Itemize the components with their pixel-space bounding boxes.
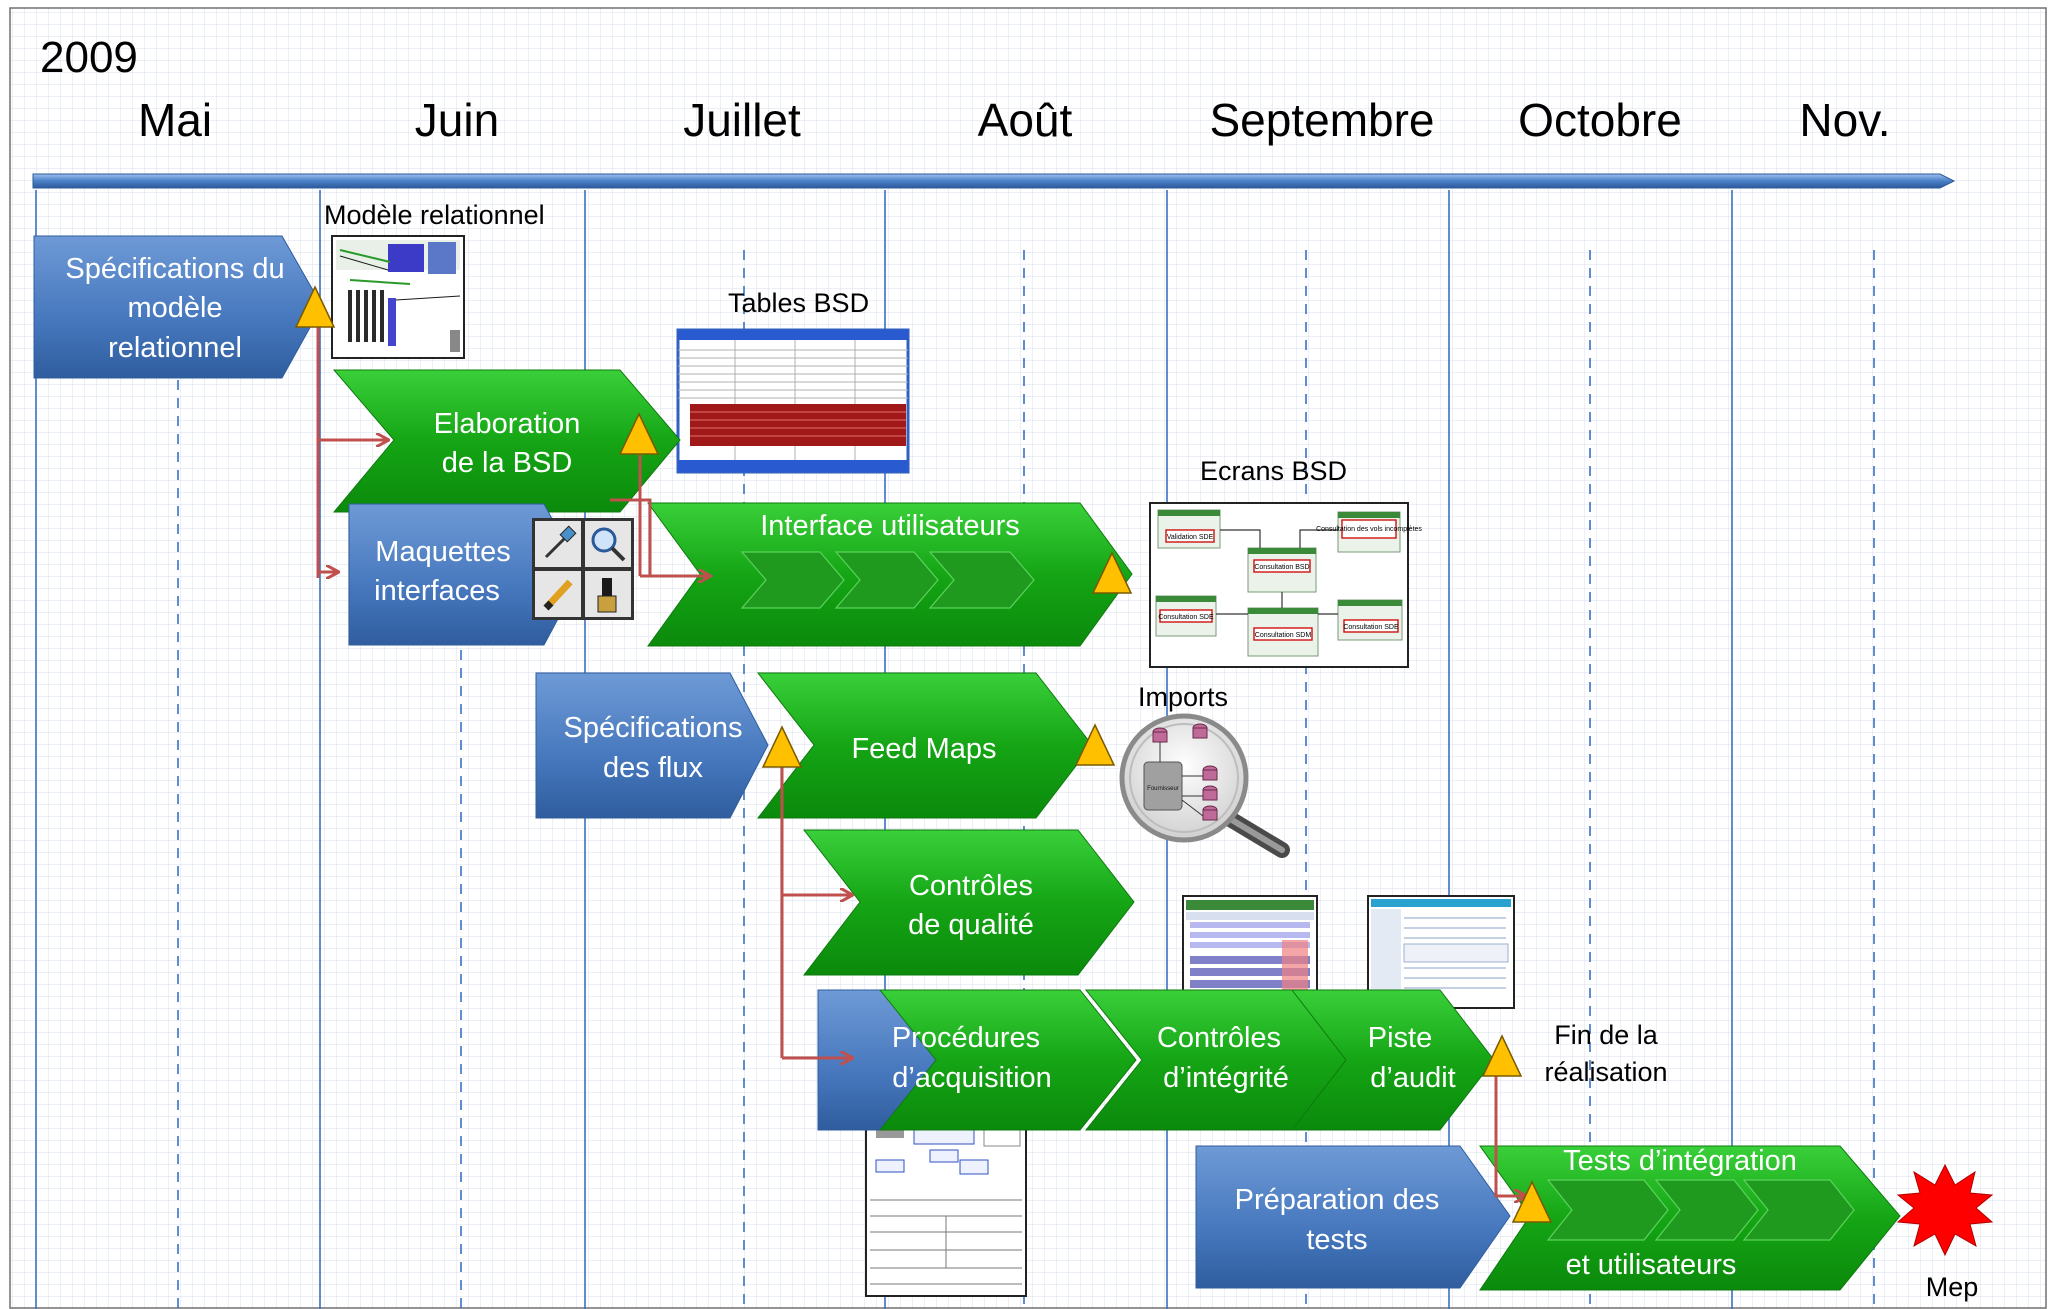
milestone-elaboration-bsd	[618, 412, 660, 455]
month-november: Nov.	[1799, 94, 1890, 146]
month-july: Juillet	[683, 94, 801, 146]
month-may: Mai	[138, 94, 212, 146]
task-spec-flux-shape	[535, 672, 769, 819]
tables-bsd-thumbnail	[676, 328, 910, 474]
task-feed-maps-label: Feed Maps	[851, 733, 996, 765]
milestone-spec-modele	[294, 285, 336, 328]
brush-icon	[597, 578, 617, 613]
task-spec-modele-label-3: relationnel	[108, 332, 242, 364]
caption-tables-bsd: Tables BSD	[728, 288, 869, 318]
task-interface-label: Interface utilisateurs	[760, 510, 1020, 542]
frame	[9, 7, 2047, 1309]
imports-magnifier-thumbnail: Fournisseur	[1119, 713, 1290, 858]
ecran-label-consultation-sde-1: Consultation SDE	[1158, 614, 1214, 621]
task-spec-modele-label-2: modèle	[127, 292, 222, 324]
caption-imports: Imports	[1138, 682, 1228, 712]
task-tests-label-1: Tests d’intégration	[1563, 1145, 1797, 1177]
ecrans-bsd-thumbnail: Validation SDE Consultation BSD Consulta…	[1149, 502, 1422, 668]
task-maquettes-label-1: Maquettes	[375, 536, 510, 568]
procedures-flowchart-thumbnail	[865, 1111, 1027, 1297]
task-spec-modele-label-1: Spécifications du	[65, 253, 284, 285]
caption-mep: Mep	[1926, 1272, 1979, 1302]
task-piste-audit-shape	[1290, 989, 1495, 1131]
task-procedures-label-1: Procédures	[892, 1022, 1040, 1054]
month-labels: Mai Juin Juillet Août Septembre Octobre …	[138, 94, 1891, 146]
task-procedures-green-shape	[878, 989, 1137, 1131]
task-spec-flux-label-2: des flux	[603, 752, 703, 784]
milestone-interface	[1091, 551, 1133, 594]
caption-fin-realisation-2: réalisation	[1544, 1057, 1667, 1087]
mep-starburst	[1896, 1163, 1994, 1257]
task-preparation-tests-shape	[1195, 1145, 1511, 1289]
tests-inner-chevrons	[1546, 1179, 1855, 1241]
milestone-fin-realisation	[1481, 1034, 1523, 1077]
month-august: Août	[978, 94, 1073, 146]
ecran-label-consultation-vols: Consultation des vols incomplètes	[1316, 526, 1422, 533]
caption-modele-relationnel: Modèle relationnel	[324, 200, 545, 230]
caption-fin-realisation-1: Fin de la	[1554, 1020, 1659, 1050]
timeline-bar	[32, 173, 1956, 189]
milestone-spec-flux	[761, 725, 803, 768]
task-elaboration-label-2: de la BSD	[442, 447, 573, 479]
year-label: 2009	[40, 33, 138, 82]
task-maquettes-label-2: interfaces	[374, 575, 500, 607]
imports-center-label: Fournisseur	[1147, 786, 1179, 792]
task-elaboration-label-1: Elaboration	[434, 408, 581, 440]
piste-audit-thumbnail	[1367, 895, 1515, 1009]
pencil-icon	[543, 579, 573, 611]
milestones	[294, 285, 1553, 1223]
task-piste-audit-label-1: Piste	[1368, 1022, 1432, 1054]
task-tests-label-2: et utilisateurs	[1566, 1249, 1737, 1281]
eyedropper-icon	[544, 525, 577, 559]
month-october: Octobre	[1518, 94, 1682, 146]
task-preparation-label-2: tests	[1306, 1224, 1367, 1256]
milestone-feed-maps	[1074, 723, 1116, 766]
task-controles-qualite-label-1: Contrôles	[909, 870, 1033, 902]
task-spec-flux-label-1: Spécifications	[564, 712, 743, 744]
magnifier-icon	[591, 527, 626, 562]
task-piste-audit-label-2: d’audit	[1370, 1062, 1455, 1094]
task-elaboration-bsd-shape	[332, 369, 681, 513]
interface-inner-chevrons	[740, 551, 1035, 609]
caption-ecrans-bsd: Ecrans BSD	[1200, 456, 1347, 486]
task-controles-qualite-shape	[802, 829, 1135, 976]
dependency-connectors	[316, 320, 1526, 1196]
ecran-label-consultation-sde-2: Consultation SDE	[1343, 624, 1399, 631]
task-spec-modele-shape	[33, 235, 323, 379]
maquettes-tool-icons	[532, 518, 634, 620]
milestone-tests	[1511, 1180, 1553, 1223]
ecran-label-consultation-sdm: Consultation SDM	[1255, 632, 1312, 639]
task-feed-maps-shape	[756, 672, 1093, 819]
month-september: Septembre	[1209, 94, 1434, 146]
modele-relationnel-thumbnail	[331, 235, 465, 359]
task-controles-qualite-label-2: de qualité	[908, 909, 1034, 941]
task-preparation-label-1: Préparation des	[1235, 1184, 1440, 1216]
task-controles-integrite-label-2: d’intégrité	[1163, 1062, 1289, 1094]
task-controles-integrite-label-1: Contrôles	[1157, 1022, 1281, 1054]
month-june: Juin	[415, 94, 499, 146]
ecran-label-consultation-bsd: Consultation BSD	[1254, 564, 1309, 571]
task-procedures-label-2: d’acquisition	[892, 1062, 1052, 1094]
ecran-label-validation-sde: Validation SDE	[1167, 534, 1214, 541]
